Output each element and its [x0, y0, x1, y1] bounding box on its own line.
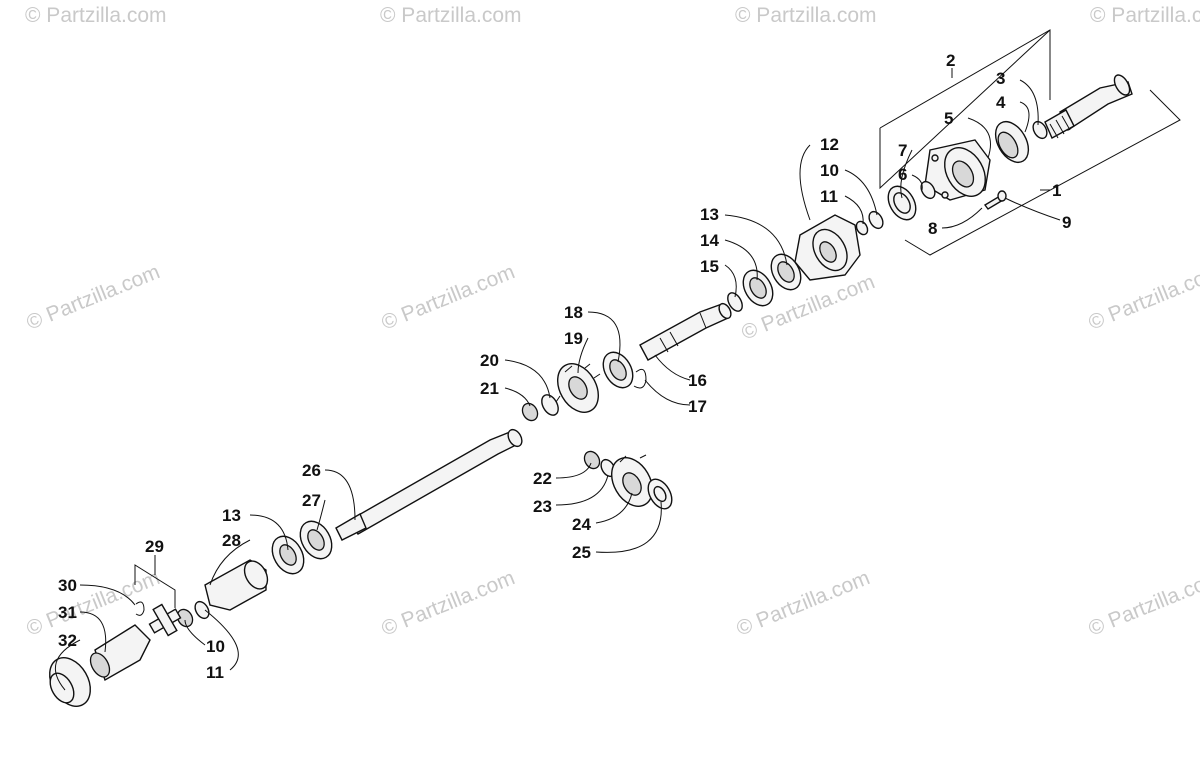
bearing-housing: [924, 139, 991, 201]
watermark: © Partzilla.com: [733, 566, 873, 640]
callout-7: 7: [898, 141, 907, 160]
callout-8: 8: [928, 219, 937, 238]
washer: [194, 600, 210, 620]
callout-27: 27: [302, 491, 321, 510]
callout-10: 10: [820, 161, 839, 180]
watermark: © Partzilla.com: [25, 4, 167, 27]
callout-11-lower: 11: [206, 663, 224, 682]
callout-23: 23: [533, 497, 552, 516]
callout-17: 17: [688, 397, 707, 416]
callout-14: 14: [700, 231, 719, 250]
callout-13-lower: 13: [222, 506, 241, 525]
bearing: [271, 535, 305, 575]
o-ring: [920, 180, 936, 200]
watermark: © Partzilla.com: [23, 566, 163, 640]
slip-yoke: [89, 624, 151, 682]
callout-28: 28: [222, 531, 241, 550]
callout-29: 29: [145, 537, 164, 556]
callout-10-lower: 10: [206, 637, 225, 656]
bevel-gear: [555, 363, 601, 413]
nut: [521, 402, 539, 422]
nut: [583, 450, 601, 470]
callout-18: 18: [564, 303, 583, 322]
callout-16: 16: [688, 371, 707, 390]
bearing: [742, 269, 774, 307]
watermark-layer: © Partzilla.com © Partzilla.com © Partzi…: [23, 4, 1200, 641]
callout-labels: 2 3 4 5 7 6 1 9 8 12 10 11 13 14 15 16 1…: [58, 51, 1071, 682]
ring: [727, 292, 743, 312]
callout-20: 20: [480, 351, 499, 370]
boot: [49, 657, 91, 707]
snap-ring: [855, 220, 869, 236]
clip: [633, 368, 647, 389]
watermark: © Partzilla.com: [378, 260, 518, 334]
axle-stub: [1044, 74, 1133, 139]
clip: [135, 601, 145, 616]
callout-13: 13: [700, 205, 719, 224]
callout-12: 12: [820, 135, 839, 154]
snap-ring: [176, 608, 194, 628]
yoke: [204, 559, 269, 611]
callout-30: 30: [58, 576, 77, 595]
callout-3: 3: [996, 69, 1005, 88]
callout-2: 2: [946, 51, 955, 70]
callout-32: 32: [58, 631, 77, 650]
callout-5: 5: [944, 109, 953, 128]
watermark: © Partzilla.com: [23, 260, 163, 334]
parts-layer: [49, 74, 1133, 707]
seal: [887, 185, 917, 221]
boot: [994, 121, 1030, 163]
watermark: © Partzilla.com: [1085, 566, 1200, 640]
bolt: [983, 190, 1007, 210]
watermark: © Partzilla.com: [378, 566, 518, 640]
callout-21: 21: [480, 379, 499, 398]
callout-1: 1: [1052, 181, 1061, 200]
callout-9: 9: [1062, 213, 1071, 232]
needle-bearing: [602, 351, 634, 389]
drive-shaft: [335, 428, 523, 541]
u-joint-cross: [148, 603, 182, 637]
callout-24: 24: [572, 515, 591, 534]
seal-ring: [1032, 120, 1048, 140]
callout-15: 15: [700, 257, 719, 276]
watermark: © Partzilla.com: [380, 4, 522, 27]
watermark: © Partzilla.com: [735, 4, 877, 27]
callout-11: 11: [820, 187, 838, 206]
bearing: [299, 520, 333, 560]
callout-31: 31: [58, 603, 77, 622]
callout-25: 25: [572, 543, 591, 562]
callout-22: 22: [533, 469, 552, 488]
callout-4: 4: [996, 93, 1006, 112]
bearing: [770, 253, 802, 291]
ring-gear: [611, 454, 653, 507]
pinion-shaft: [639, 302, 732, 361]
washer: [541, 394, 559, 416]
callout-26: 26: [302, 461, 321, 480]
flange-housing: [794, 214, 861, 281]
shim: [647, 478, 673, 510]
washer: [868, 210, 884, 230]
leader-lines: [55, 29, 1181, 691]
watermark: © Partzilla.com: [1090, 4, 1200, 27]
watermark: © Partzilla.com: [1085, 260, 1200, 334]
callout-6: 6: [898, 165, 907, 184]
callout-19: 19: [564, 329, 583, 348]
